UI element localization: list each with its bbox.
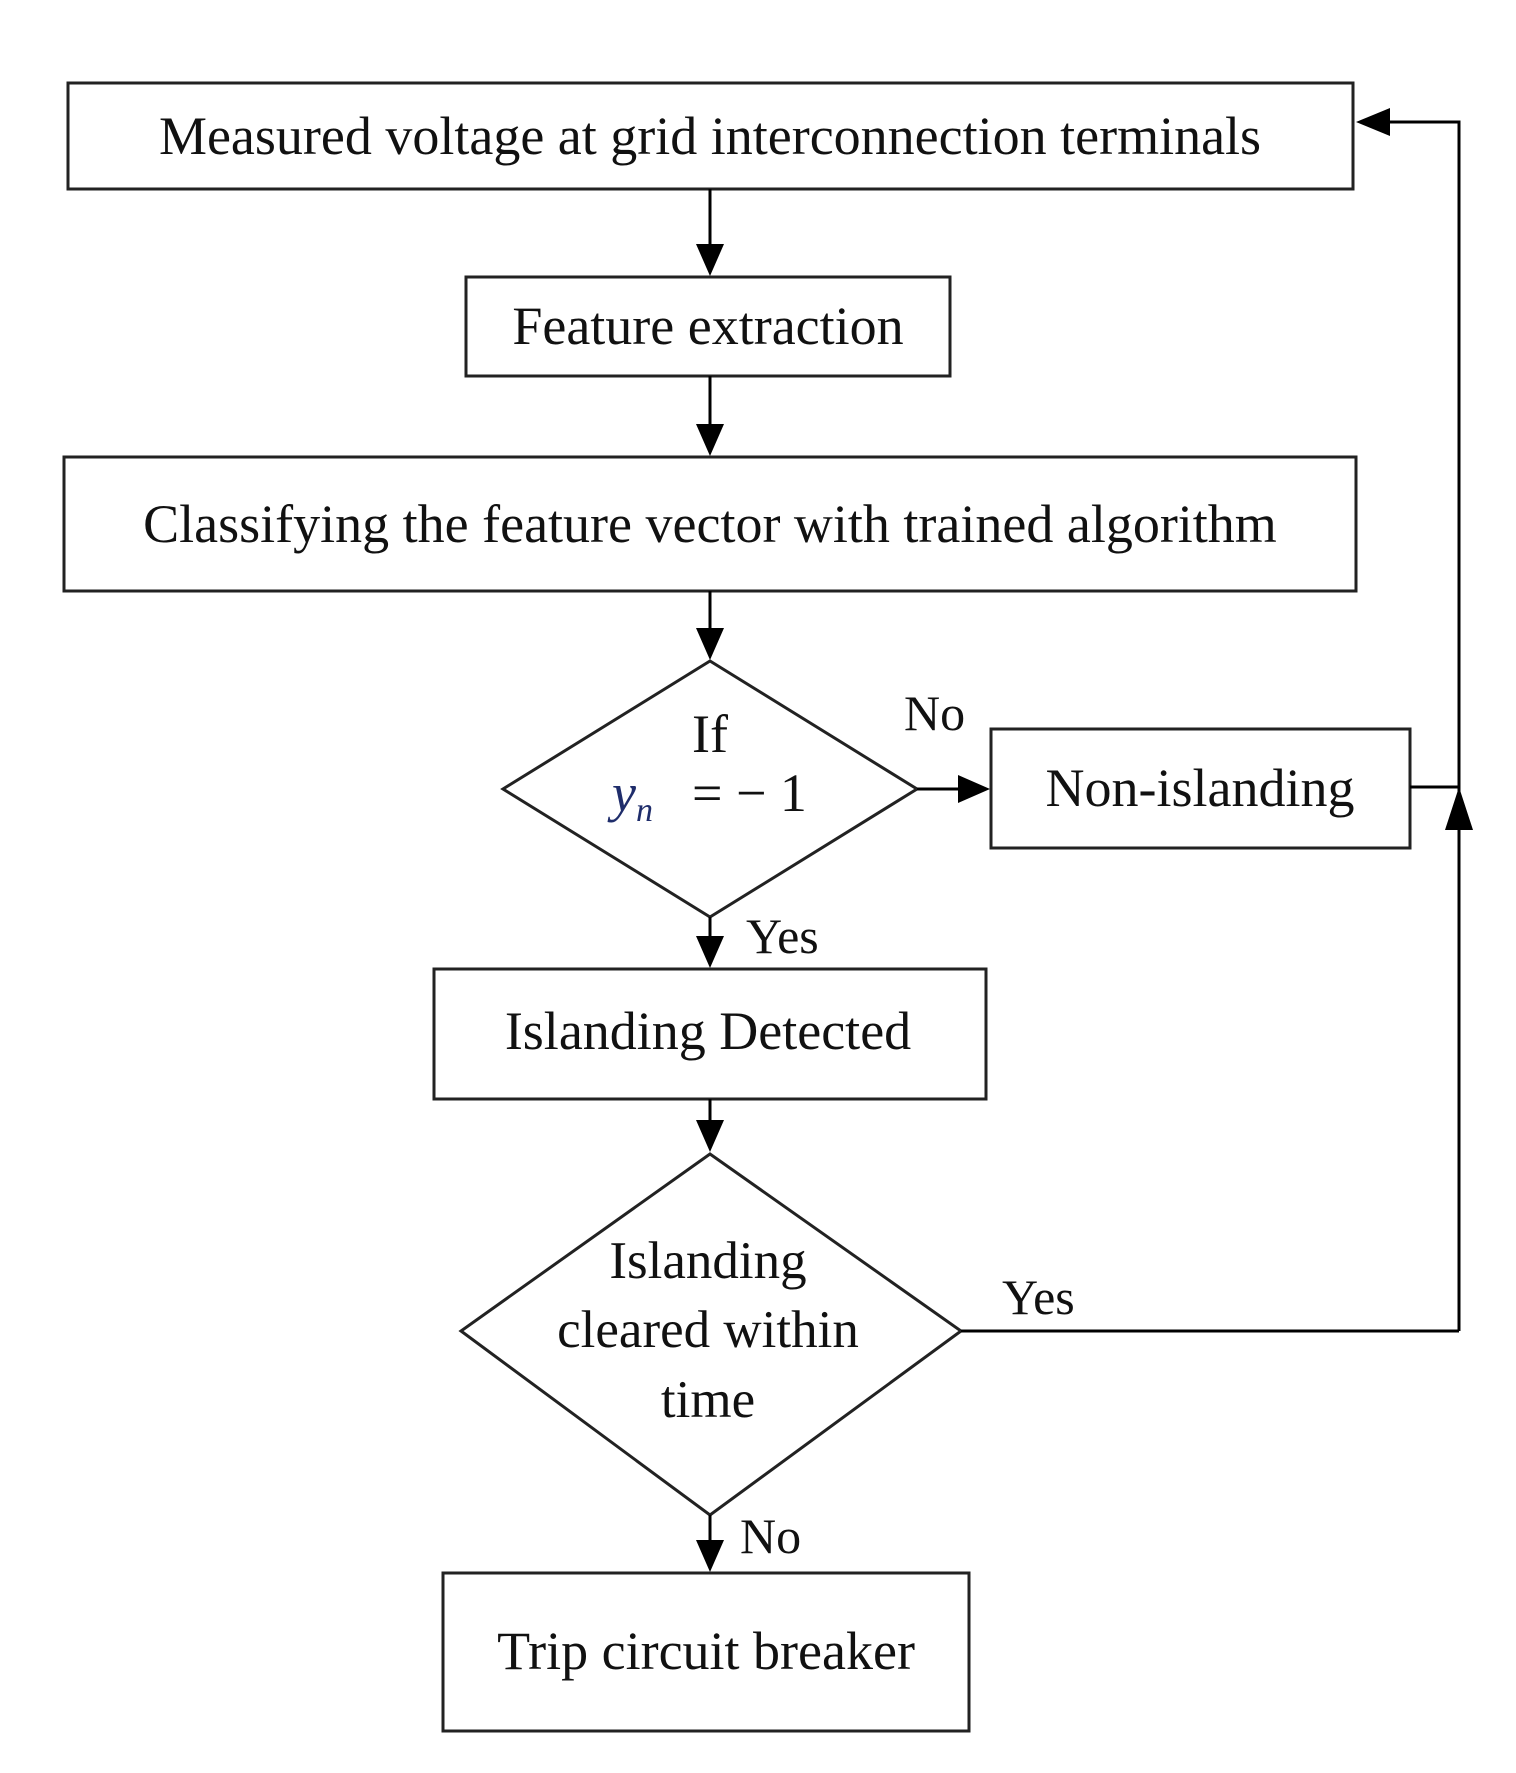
arrowhead-return-measure <box>1356 108 1390 136</box>
decision-if-label: If <box>692 704 728 764</box>
arrowhead-decision2 <box>696 1120 724 1152</box>
non-islanding-box <box>989 727 1412 850</box>
arrowhead-islanding-detected <box>696 936 724 968</box>
decision-cleared-line2: cleared within <box>557 1301 859 1359</box>
feature-extraction-label: Feature extraction <box>512 296 903 356</box>
arrowhead-trip <box>696 1540 724 1572</box>
arrowhead-classify <box>696 424 724 456</box>
classify-box <box>62 455 1358 593</box>
arrowhead-non-islanding <box>958 775 990 803</box>
measure-voltage-box <box>66 81 1355 191</box>
trip-breaker-label: Trip circuit breaker <box>497 1621 915 1681</box>
feature-extraction-box <box>464 275 952 378</box>
arrowhead-feature <box>696 244 724 276</box>
classify-label: Classifying the feature vector with trai… <box>143 494 1277 554</box>
decision1-yes-label: Yes <box>746 908 819 964</box>
decision-cleared-line3: time <box>661 1371 755 1429</box>
decision2-no-label: No <box>740 1508 801 1564</box>
decision-yn-subscript: n <box>636 792 653 829</box>
trip-breaker-box <box>441 1571 971 1733</box>
decision-yn-value: = − 1 <box>692 763 807 823</box>
islanding-detected-label: Islanding Detected <box>505 1001 911 1061</box>
arrowhead-loop-up <box>1445 787 1473 830</box>
non-islanding-label: Non-islanding <box>1046 758 1355 818</box>
decision-yn-variable: yn <box>607 763 653 829</box>
arrowhead-decision1 <box>696 628 724 660</box>
decision1-no-label: No <box>904 685 965 741</box>
islanding-detected-box <box>432 967 988 1101</box>
loop-return-line <box>1388 120 1461 1331</box>
decision2-yes-label: Yes <box>1002 1269 1075 1325</box>
measure-voltage-label: Measured voltage at grid interconnection… <box>159 106 1261 166</box>
decision-cleared-line1: Islanding <box>609 1232 806 1290</box>
